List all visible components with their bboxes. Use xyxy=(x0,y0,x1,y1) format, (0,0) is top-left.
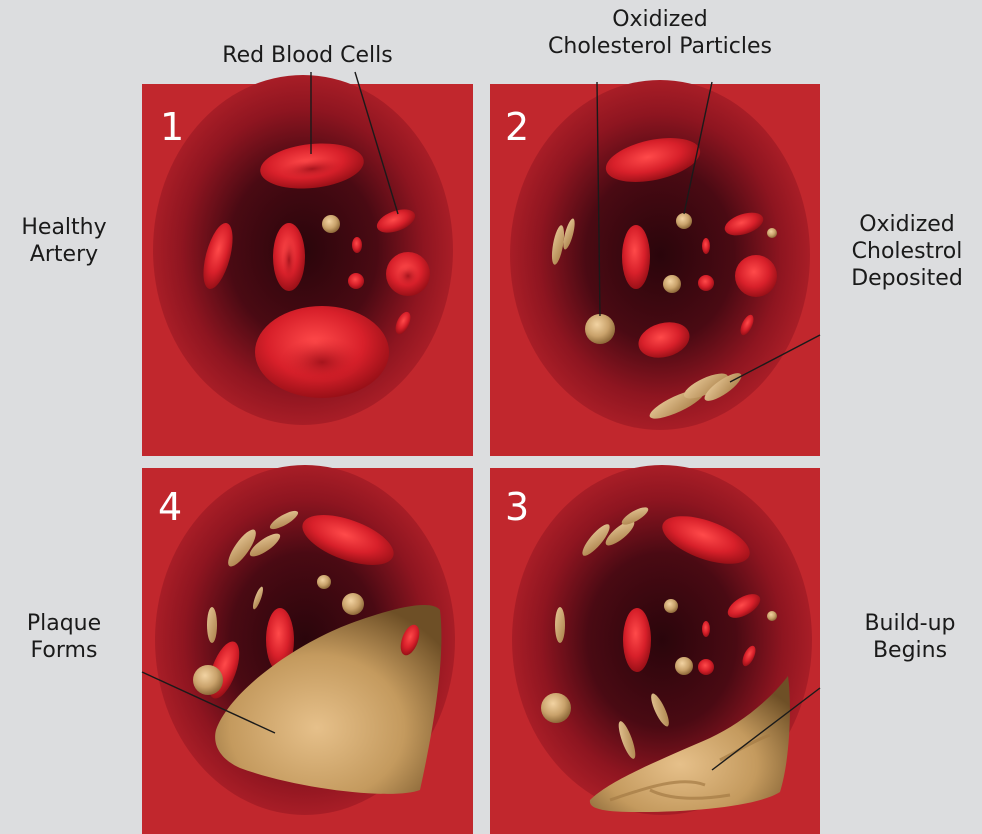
cholesterol-particle xyxy=(676,213,692,229)
red-blood-cell xyxy=(623,608,651,672)
cholesterol-flake xyxy=(555,607,565,643)
cholesterol-particle xyxy=(322,215,340,233)
panel-number: 1 xyxy=(160,105,184,149)
cholesterol-flake xyxy=(207,607,217,643)
panel-number: 4 xyxy=(158,485,182,529)
panel-2-cholesterol-deposited: 2 xyxy=(490,80,820,456)
panel-number: 3 xyxy=(505,485,529,529)
cholesterol-particle xyxy=(664,599,678,613)
red-blood-cell xyxy=(348,273,364,289)
cholesterol-particle xyxy=(342,593,364,615)
panel-1-healthy-artery: 1 xyxy=(142,75,473,456)
red-blood-cell xyxy=(622,225,650,289)
red-blood-cell xyxy=(702,621,710,637)
red-blood-cell xyxy=(698,275,714,291)
cholesterol-particle xyxy=(767,228,777,238)
cholesterol-particle xyxy=(675,657,693,675)
panel-number: 2 xyxy=(505,105,529,149)
cholesterol-particle xyxy=(767,611,777,621)
red-blood-cell xyxy=(702,238,710,254)
cholesterol-particle xyxy=(541,693,571,723)
cholesterol-particle xyxy=(663,275,681,293)
cholesterol-particle xyxy=(585,314,615,344)
red-blood-cell xyxy=(352,237,362,253)
cholesterol-particle xyxy=(193,665,223,695)
panel-4-plaque-forms: 4 xyxy=(142,465,473,834)
cholesterol-particle xyxy=(317,575,331,589)
red-blood-cell xyxy=(735,255,777,297)
red-blood-cell xyxy=(698,659,714,675)
panel-3-build-up-begins: 3 xyxy=(490,465,820,834)
